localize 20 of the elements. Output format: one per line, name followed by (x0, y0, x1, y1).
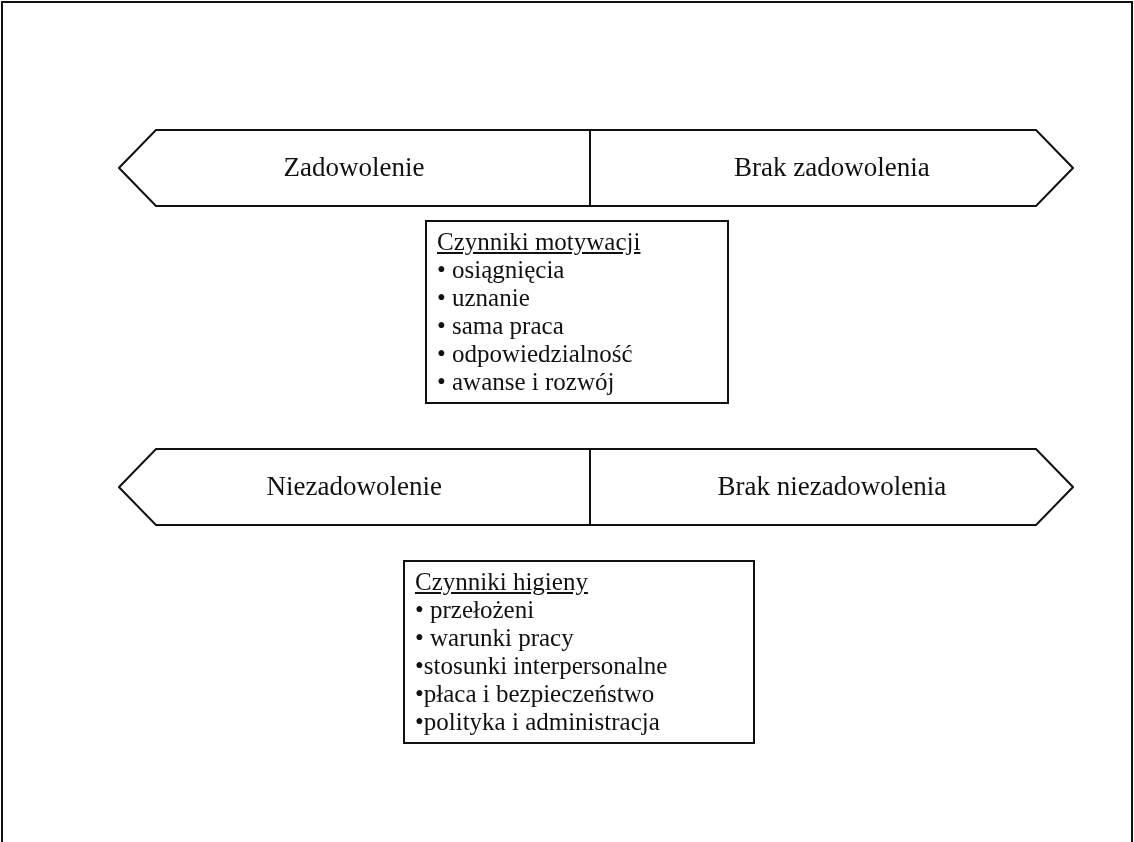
double-arrow-band (118, 129, 1074, 207)
list-item: • sama praca (437, 312, 565, 340)
list-item: • odpowiedzialność (437, 340, 634, 368)
band-label: Brak zadowolenia (734, 151, 930, 183)
list-item: • awanse i rozwój (437, 368, 616, 396)
band-label: Niezadowolenie (266, 470, 442, 502)
list-item: • uznanie (437, 284, 531, 312)
list-item: • warunki pracy (415, 624, 575, 652)
double-arrow-band (118, 448, 1074, 526)
band-label: Brak niezadowolenia (717, 470, 947, 502)
factor-box (425, 220, 729, 404)
factor-box (403, 560, 755, 744)
list-item: •płaca i bezpieczeństwo (415, 680, 656, 708)
box-heading: Czynniki higieny (415, 568, 589, 596)
box-heading: Czynniki motywacji (437, 228, 642, 256)
list-item: •stosunki interpersonalne (415, 652, 669, 680)
list-item: • osiągnięcia (437, 256, 566, 284)
band-label: Zadowolenie (283, 151, 425, 183)
list-item: •polityka i administracja (415, 708, 661, 736)
list-item: • przełożeni (415, 596, 536, 624)
